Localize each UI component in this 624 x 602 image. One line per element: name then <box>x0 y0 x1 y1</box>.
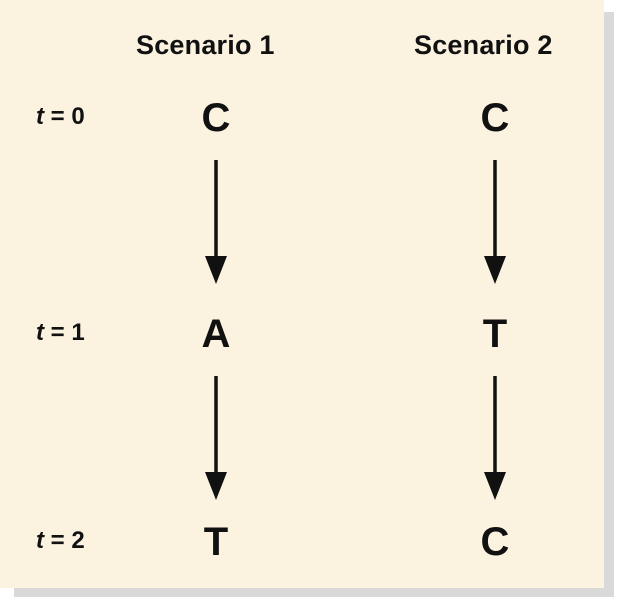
scenario-2-nucleotide-t0: C <box>480 96 510 140</box>
time-value: = 2 <box>44 527 85 554</box>
time-variable: t <box>36 319 44 346</box>
time-label-0: t = 0 <box>36 103 85 131</box>
time-variable: t <box>36 103 44 130</box>
scenario-2-nucleotide-t1: T <box>482 312 508 356</box>
time-value: = 0 <box>44 103 85 130</box>
scenario-1-nucleotide-t0: C <box>201 96 231 140</box>
scenario-2-arrow-1-to-2-head <box>484 472 506 500</box>
scenario-1-nucleotide-t2: T <box>203 520 229 564</box>
time-label-1: t = 1 <box>36 319 85 347</box>
time-label-2: t = 2 <box>36 527 85 555</box>
scenario-1-nucleotide-t1: A <box>201 312 231 356</box>
scenario-2-arrow-0-to-1-head <box>484 256 506 284</box>
scenario-1-arrow-1-to-2-head <box>205 472 227 500</box>
time-value: = 1 <box>44 319 85 346</box>
scenario-1-arrow-0-to-1-head <box>205 256 227 284</box>
transition-arrows <box>205 160 506 500</box>
scenario-2-nucleotide-t2: C <box>480 520 510 564</box>
diagram-panel: Scenario 1 Scenario 2 t = 0 t = 1 t = 2 … <box>0 0 604 588</box>
time-variable: t <box>36 527 44 554</box>
scenario-1-header: Scenario 1 <box>136 30 275 60</box>
scenario-2-header: Scenario 2 <box>414 30 553 60</box>
